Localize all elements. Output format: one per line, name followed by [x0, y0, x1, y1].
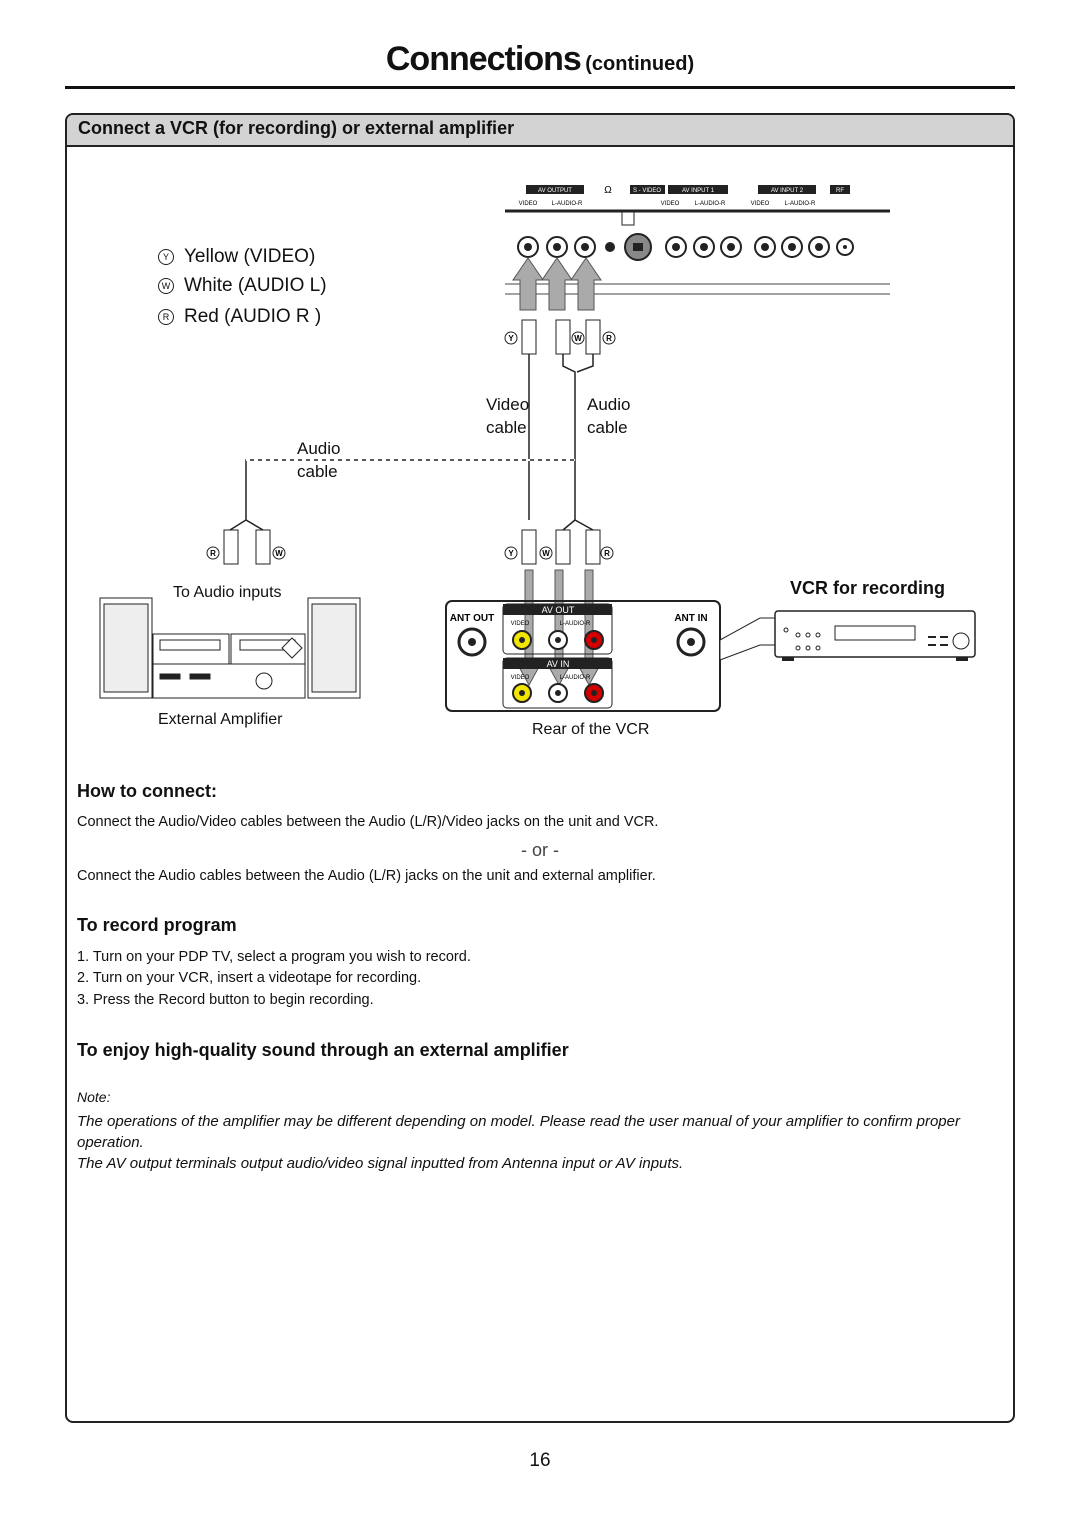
white-marker-icon: W: [574, 334, 582, 343]
tv-audio-label-2: L-AUDIO-R: [695, 201, 726, 207]
record-program-heading: To record program: [77, 915, 237, 935]
red-marker-icon: R: [158, 309, 174, 325]
tv-av-input1-label: AV INPUT 1: [682, 188, 715, 194]
vcr-video-in-label: VIDEO: [511, 675, 530, 681]
amplifier-icon: [99, 597, 361, 699]
tv-video-label-3: VIDEO: [751, 201, 770, 207]
upper-plugs: [504, 319, 616, 355]
legend-red: R Red (AUDIO R ): [158, 306, 321, 328]
tv-rf-label: RF: [836, 188, 844, 194]
connection-diagram: AV OUTPUT Ω S - VIDEO AV INPUT 1 AV INPU…: [99, 185, 976, 712]
section-box: [65, 113, 1015, 1423]
page-title: Connections (continued): [0, 40, 1080, 79]
svg-text:W: W: [542, 549, 550, 558]
svg-text:R: R: [604, 549, 610, 558]
note-label: Note:: [77, 1089, 111, 1105]
white-marker-icon: W: [158, 278, 174, 294]
yellow-marker-icon: Y: [158, 249, 174, 265]
record-step-2: 2. Turn on your VCR, insert a videotape …: [77, 970, 422, 986]
note-text-2: The AV output terminals output audio/vid…: [77, 1155, 684, 1172]
tv-audio-label-1: L-AUDIO-R: [552, 201, 583, 207]
note-text-1: The operations of the amplifier may be d…: [77, 1113, 960, 1151]
vcr-for-recording-label: VCR for recording: [790, 578, 946, 598]
cables: [229, 354, 594, 531]
vcr-ant-out-label: ANT OUT: [450, 613, 494, 624]
tv-rear-panel: AV OUTPUT Ω S - VIDEO AV INPUT 1 AV INPU…: [505, 185, 890, 295]
tv-av-input2-label: AV INPUT 2: [771, 188, 804, 194]
legend-red-text: Red (AUDIO R ): [184, 306, 322, 327]
tv-video-label-1: VIDEO: [519, 201, 538, 207]
vcr-device-icon: [719, 610, 976, 661]
section-header: Connect a VCR (for recording) or externa…: [67, 115, 1013, 147]
vcr-video-out-label: VIDEO: [511, 621, 530, 627]
audio-cable-label-left: Audio cable: [297, 439, 341, 481]
vcr-audio-out-label: L-AUDIO-R: [560, 621, 591, 627]
vcr-rear-panel: ANT OUT ANT IN AV OUT VIDEO L-AUDIO-R AV…: [445, 600, 721, 712]
amplifier-heading: To enjoy high-quality sound through an e…: [77, 1040, 569, 1060]
tv-cable-arrows: [512, 257, 602, 311]
vcr-audio-in-label: L-AUDIO-R: [560, 675, 591, 681]
how-to-connect-line1: Connect the Audio/Video cables between t…: [77, 814, 659, 830]
or-separator: - or -: [521, 840, 559, 860]
headphone-icon: Ω: [604, 185, 612, 196]
svg-text:Y: Y: [508, 549, 514, 558]
vcr-av-in-label: AV IN: [547, 659, 570, 669]
external-amplifier-label: External Amplifier: [158, 711, 283, 728]
vcr-ant-in-label: ANT IN: [674, 613, 707, 624]
lower-plugs: [206, 529, 614, 565]
red-marker-icon: R: [606, 334, 612, 343]
yellow-marker-icon: Y: [508, 334, 514, 343]
svg-text:W: W: [275, 549, 283, 558]
record-step-1: 1. Turn on your PDP TV, select a program…: [77, 949, 471, 965]
legend-yellow-text: Yellow (VIDEO): [184, 246, 316, 267]
svg-text:R: R: [210, 549, 216, 558]
legend-yellow: Y Yellow (VIDEO): [158, 246, 315, 268]
tv-av-output-label: AV OUTPUT: [538, 188, 572, 194]
title-suffix: (continued): [585, 53, 695, 75]
video-cable-label: Video cable: [486, 395, 530, 437]
legend-white-text: White (AUDIO L): [184, 275, 327, 296]
section-heading: Connect a VCR (for recording) or externa…: [78, 118, 515, 138]
tv-video-label-2: VIDEO: [661, 201, 680, 207]
record-step-3: 3. Press the Record button to begin reco…: [77, 992, 374, 1008]
title-main: Connections: [385, 40, 582, 78]
rear-of-vcr-label: Rear of the VCR: [532, 721, 650, 738]
audio-cable-label-right: Audio cable: [587, 395, 631, 437]
how-to-connect-heading: How to connect:: [77, 781, 217, 801]
legend-white: W White (AUDIO L): [158, 275, 327, 297]
page-number: 16: [529, 1450, 551, 1471]
how-to-connect-line2: Connect the Audio cables between the Aud…: [77, 868, 656, 884]
upper-plug-markers: Y W R: [508, 334, 612, 343]
vcr-av-out-label: AV OUT: [542, 605, 575, 615]
tv-audio-label-3: L-AUDIO-R: [785, 201, 816, 207]
tv-svideo-label: S - VIDEO: [633, 188, 661, 194]
to-audio-inputs-label: To Audio inputs: [173, 584, 282, 601]
title-rule: [65, 86, 1015, 89]
